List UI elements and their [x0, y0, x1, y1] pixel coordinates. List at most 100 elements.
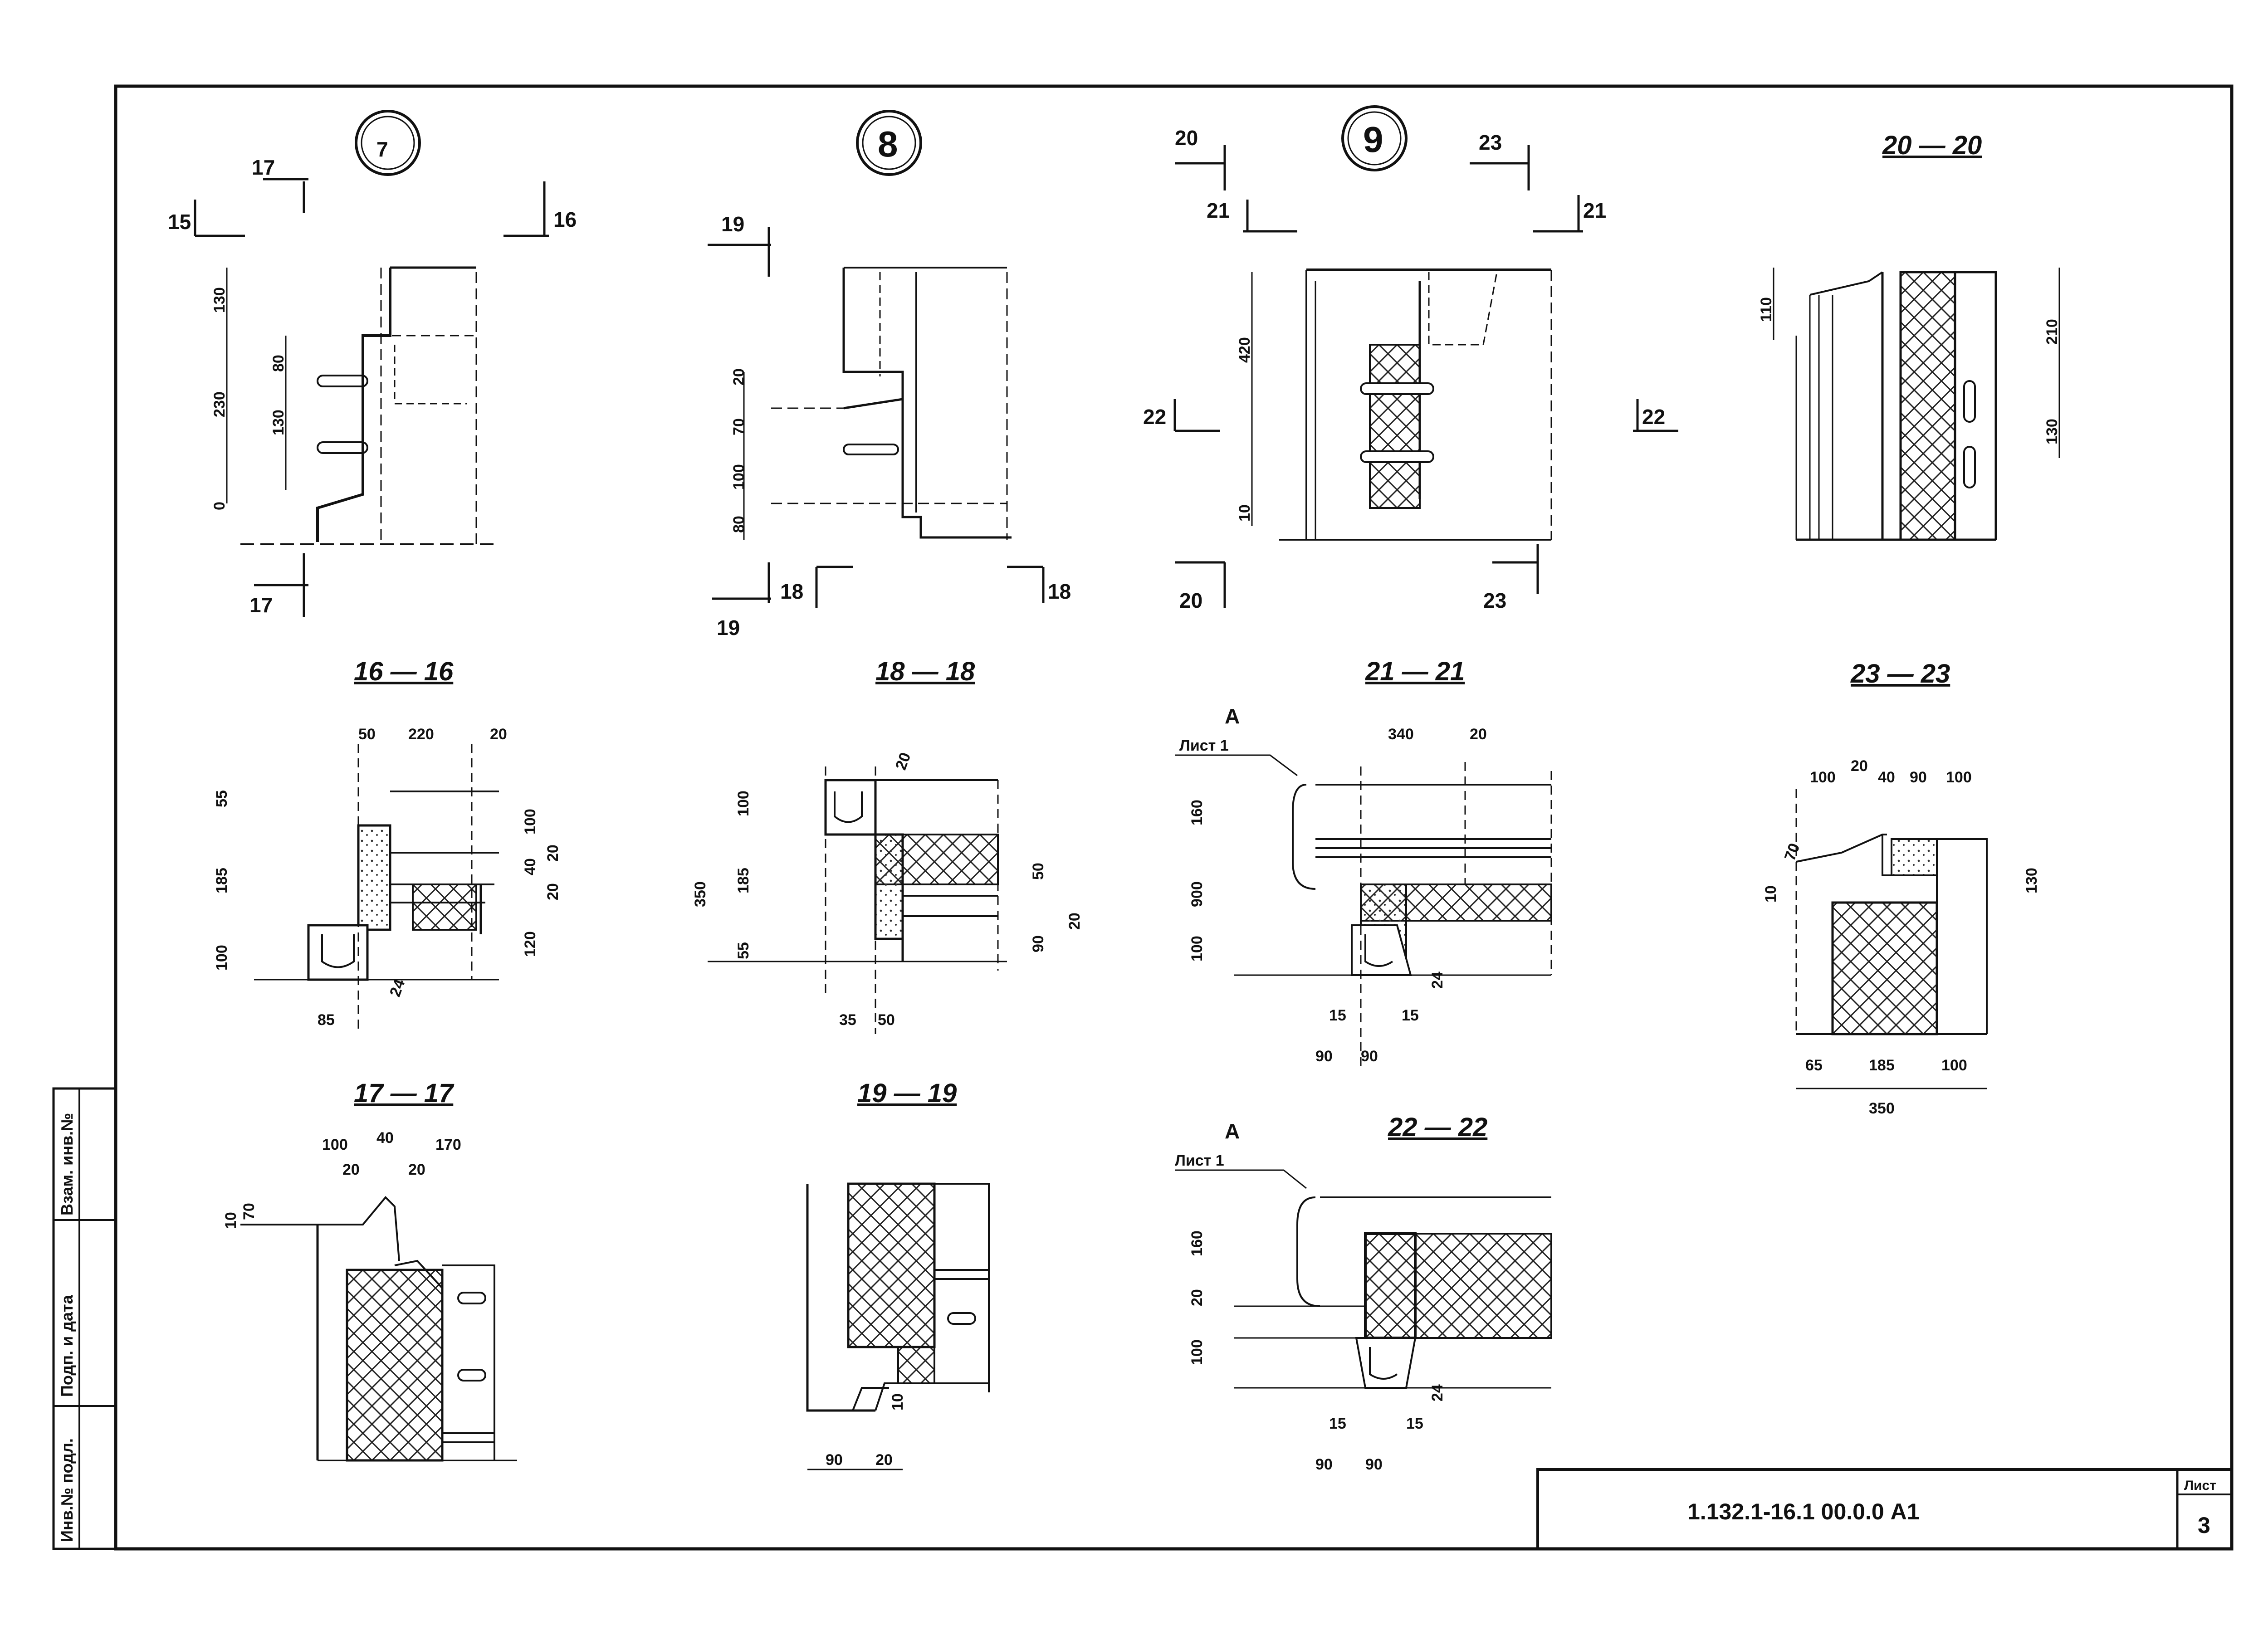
dimension-label: 20	[342, 1161, 360, 1178]
dimension-label: 130	[211, 287, 228, 313]
node-8-detail: 8 19 19 18 18 20 70 100 80	[708, 110, 1071, 639]
dimension-label: 0	[211, 502, 228, 510]
dimension-label: 40	[522, 858, 539, 875]
dimension-label: 20	[544, 844, 562, 862]
dimension-label: 19	[721, 212, 744, 236]
dimension-label: 15	[1402, 1007, 1419, 1024]
stamp-label-podp-data: Подп. и дата	[58, 1294, 76, 1397]
section-18-18-caption: 18 — 18	[875, 657, 975, 686]
dimension-label: 10	[1236, 504, 1253, 522]
dimension-label: 100	[522, 809, 539, 835]
title-block: 1.132.1-16.1 00.0.0 А1 Лист 3	[1536, 1468, 2233, 1550]
dimension-label: 160	[1188, 1230, 1206, 1256]
dimension-label: 220	[408, 726, 434, 743]
dimension-label: 20	[1188, 1289, 1206, 1306]
section-18-18-concrete	[874, 833, 904, 940]
dimension-label: 90	[1030, 935, 1047, 952]
dimension-label: 80	[270, 355, 287, 372]
dimension-label: 20	[1470, 726, 1487, 743]
section-19-19-insulation	[847, 1182, 936, 1348]
dimension-label: 15	[1406, 1415, 1423, 1432]
node-8-label: 8	[878, 124, 898, 164]
dimension-label: 100	[1810, 769, 1836, 786]
dimension-label: 20	[892, 750, 914, 772]
dimension-label: 20	[730, 368, 748, 386]
dimension-label: 100	[1941, 1057, 1967, 1074]
dimension-label: 50	[878, 1011, 895, 1029]
sheet-caption: Лист	[2184, 1478, 2216, 1493]
dimension-label: 20	[490, 726, 507, 743]
dimension-label: 420	[1236, 337, 1253, 363]
dimension-label: 18	[1048, 580, 1071, 603]
dimension-label: 210	[2043, 319, 2061, 345]
dimension-label: 10	[222, 1212, 240, 1229]
dimension-label: 130	[270, 410, 287, 435]
dimension-label: 15	[168, 210, 191, 234]
dimension-label: 90	[1365, 1456, 1383, 1473]
dimension-label: 100	[1188, 1339, 1206, 1365]
node-9-insulation	[1369, 344, 1421, 509]
sheet-number: 3	[2198, 1513, 2210, 1538]
drawing-frame	[114, 84, 2234, 1551]
dimension-label: 120	[522, 931, 539, 957]
dimension-label: 40	[1878, 769, 1895, 786]
dimension-label: 90	[1315, 1048, 1333, 1065]
section-17-17: 17 — 17 100 40 170 20 20 10 70	[222, 1079, 517, 1462]
section-22-22: 22 — 22 А Лист 1 160 20 100 15 15 24 90 …	[1175, 1113, 1552, 1473]
dimension-label: 15	[1329, 1415, 1346, 1432]
dimension-label: 90	[826, 1451, 843, 1469]
side-stamp: Инв.№ подл. Подп. и дата Взам. инв.№	[52, 1087, 117, 1550]
ref-sheet-22: Лист 1	[1175, 1152, 1224, 1169]
dimension-label: 70	[240, 1203, 258, 1220]
dimension-label: 170	[435, 1136, 461, 1153]
section-21-21: 21 — 21 А Лист 1 340 20 160 900 100 15 1…	[1175, 657, 1552, 1066]
dimension-label: 340	[1388, 726, 1414, 743]
dimension-label: 21	[1207, 199, 1230, 222]
dimension-label: 24	[1429, 971, 1446, 989]
dimension-label: 70	[730, 418, 748, 435]
ref-a-label-22: А	[1225, 1119, 1240, 1143]
dimension-label: 350	[1869, 1100, 1895, 1117]
dimension-label: 100	[213, 945, 230, 971]
section-23-23-insulation	[1831, 901, 1938, 1035]
dimension-label: 230	[211, 391, 228, 417]
section-20-20-caption: 20 — 20	[1882, 131, 1982, 160]
dimension-label: 65	[1805, 1057, 1823, 1074]
dimension-label: 20	[875, 1451, 893, 1469]
dimension-label: 100	[1188, 936, 1206, 962]
node-9-mark	[1341, 105, 1408, 171]
dimension-label: 20	[544, 883, 562, 900]
section-16-16: 16 — 16 50 220 20 55 185 100 100 40 20 2…	[213, 657, 562, 1034]
dimension-label: 100	[730, 464, 748, 490]
section-23-23-concrete-top	[1891, 838, 1938, 876]
dimension-label: 10	[889, 1393, 906, 1411]
section-23-23-caption: 23 — 23	[1850, 659, 1950, 688]
dimension-label: 18	[780, 580, 803, 603]
dimension-label: 23	[1483, 589, 1506, 612]
dimension-label: 160	[1188, 800, 1206, 825]
dimension-label: 185	[735, 868, 752, 893]
dimension-label: 110	[1758, 297, 1775, 322]
section-22-22-concrete	[1364, 1232, 1417, 1339]
dimension-label: 35	[839, 1011, 856, 1029]
section-16-16-insulation	[412, 884, 477, 931]
dimension-label: 185	[213, 868, 230, 893]
dimension-label: 23	[1479, 131, 1502, 154]
dimension-label: 350	[692, 881, 709, 907]
ref-a-label-21: А	[1225, 704, 1240, 728]
dimension-label: 20	[1175, 126, 1198, 150]
ref-sheet-21: Лист 1	[1179, 737, 1229, 754]
section-22-22-caption: 22 — 22	[1388, 1113, 1487, 1142]
dimension-label: 100	[735, 791, 752, 816]
section-19-19: 19 — 19 90 20 10	[806, 1079, 990, 1470]
section-18-18: 18 — 18 100 185 350 55 50 20 90 20 35 50	[692, 657, 1083, 1034]
section-17-17-caption: 17 — 17	[354, 1079, 455, 1108]
section-21-21-caption: 21 — 21	[1365, 657, 1465, 686]
section-22-22-insulation	[1414, 1233, 1552, 1339]
dimension-label: 130	[2023, 868, 2040, 893]
dimension-label: 100	[322, 1136, 348, 1153]
dimension-label: 17	[249, 593, 273, 617]
section-19-19-concrete	[897, 1346, 935, 1384]
dimension-label: 22	[1642, 405, 1665, 429]
dimension-label: 16	[553, 208, 577, 231]
